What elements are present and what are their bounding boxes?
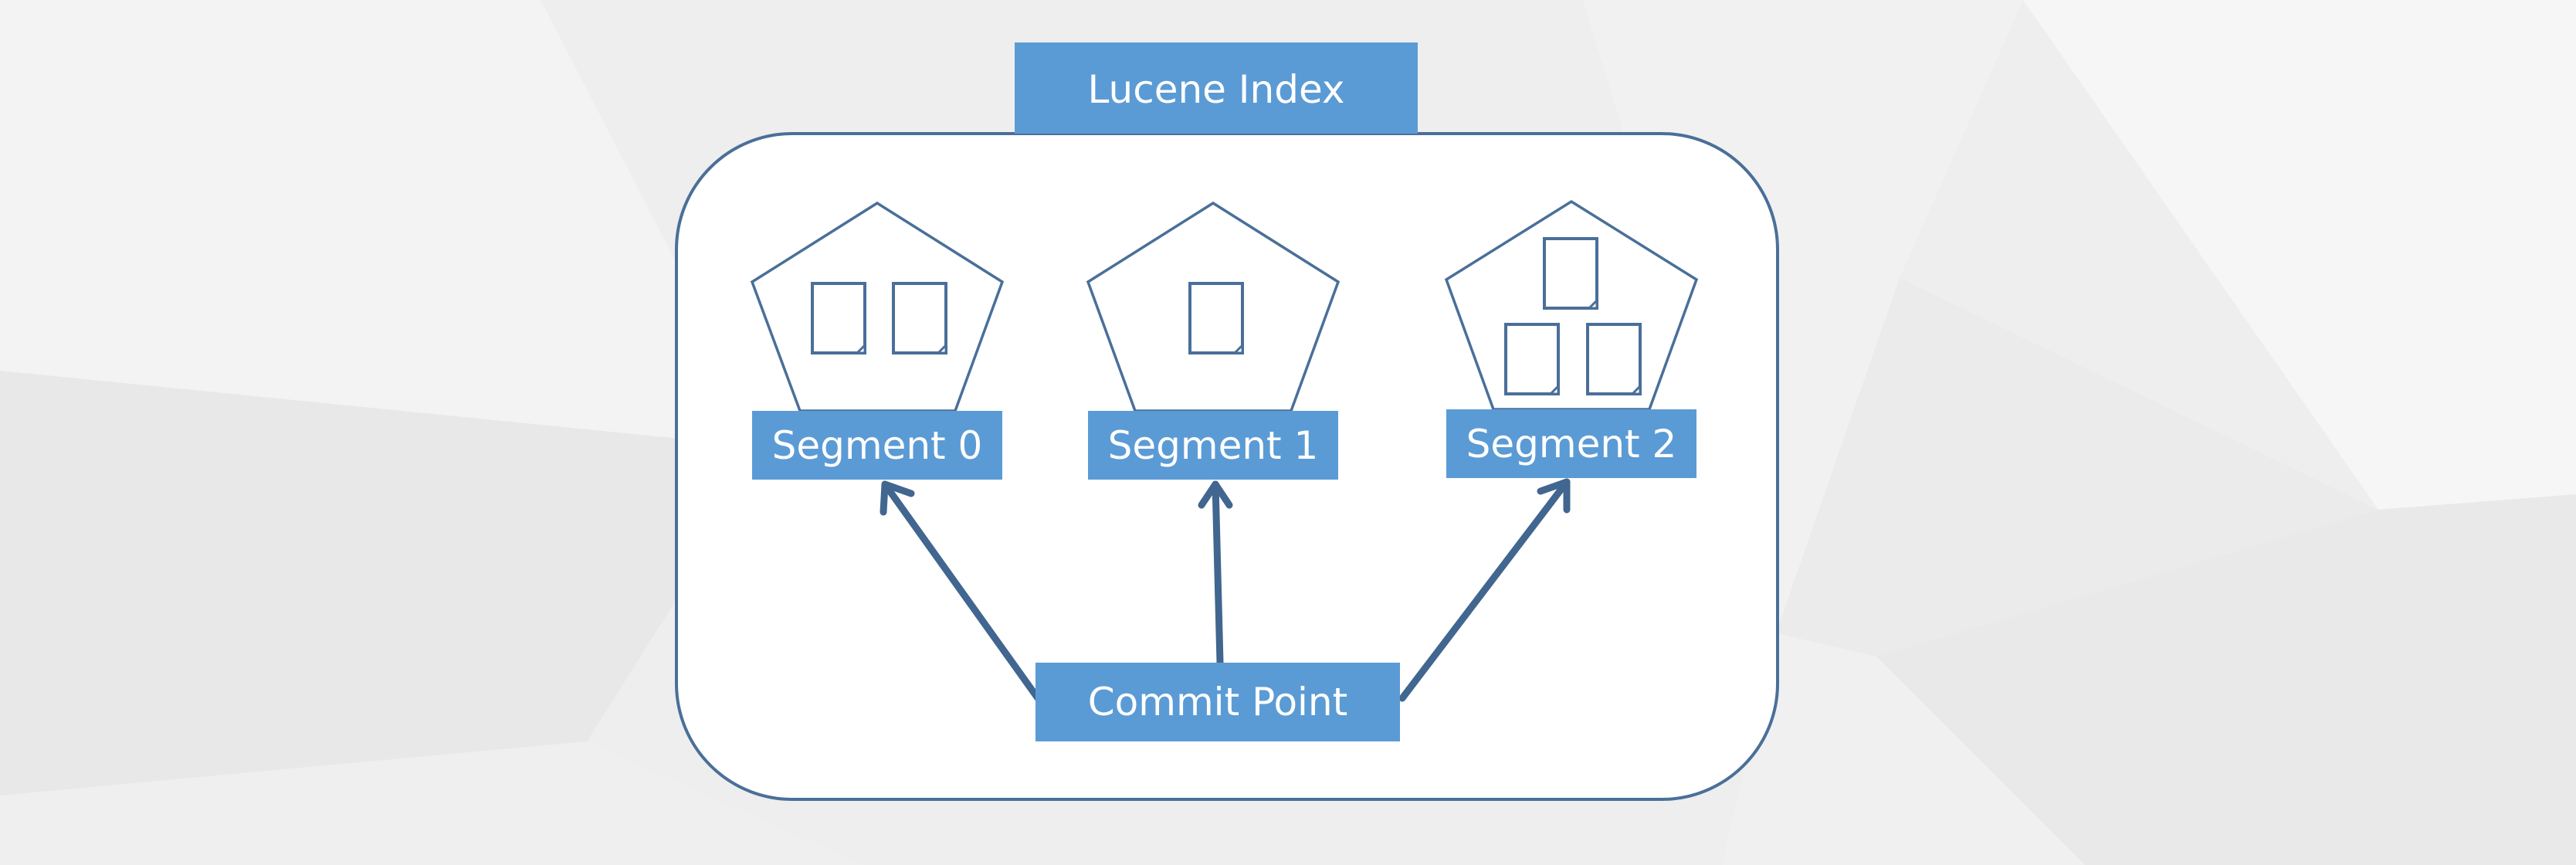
segment-0-label: Segment 0 xyxy=(772,423,983,468)
segment-0: Segment 0 xyxy=(750,201,1005,480)
index-title: Lucene Index xyxy=(1088,67,1345,112)
segment-1: Segment 1 xyxy=(1086,201,1341,480)
document-icon xyxy=(811,282,866,354)
arrow-to-segment-0 xyxy=(880,480,1042,702)
document-icon xyxy=(1586,323,1642,395)
arrow-to-segment-1 xyxy=(1198,480,1233,667)
index-title-box: Lucene Index xyxy=(1015,42,1418,134)
commit-point-label: Commit Point xyxy=(1088,680,1347,724)
commit-point-box: Commit Point xyxy=(1035,663,1400,741)
document-icon xyxy=(1543,237,1598,310)
document-icon xyxy=(1504,323,1560,395)
document-icon xyxy=(892,282,947,354)
segment-2-label: Segment 2 xyxy=(1466,422,1677,466)
segment-1-label: Segment 1 xyxy=(1108,423,1319,468)
arrow-to-segment-2 xyxy=(1398,478,1571,702)
segment-2: Segment 2 xyxy=(1444,199,1699,478)
document-icon xyxy=(1188,282,1244,354)
